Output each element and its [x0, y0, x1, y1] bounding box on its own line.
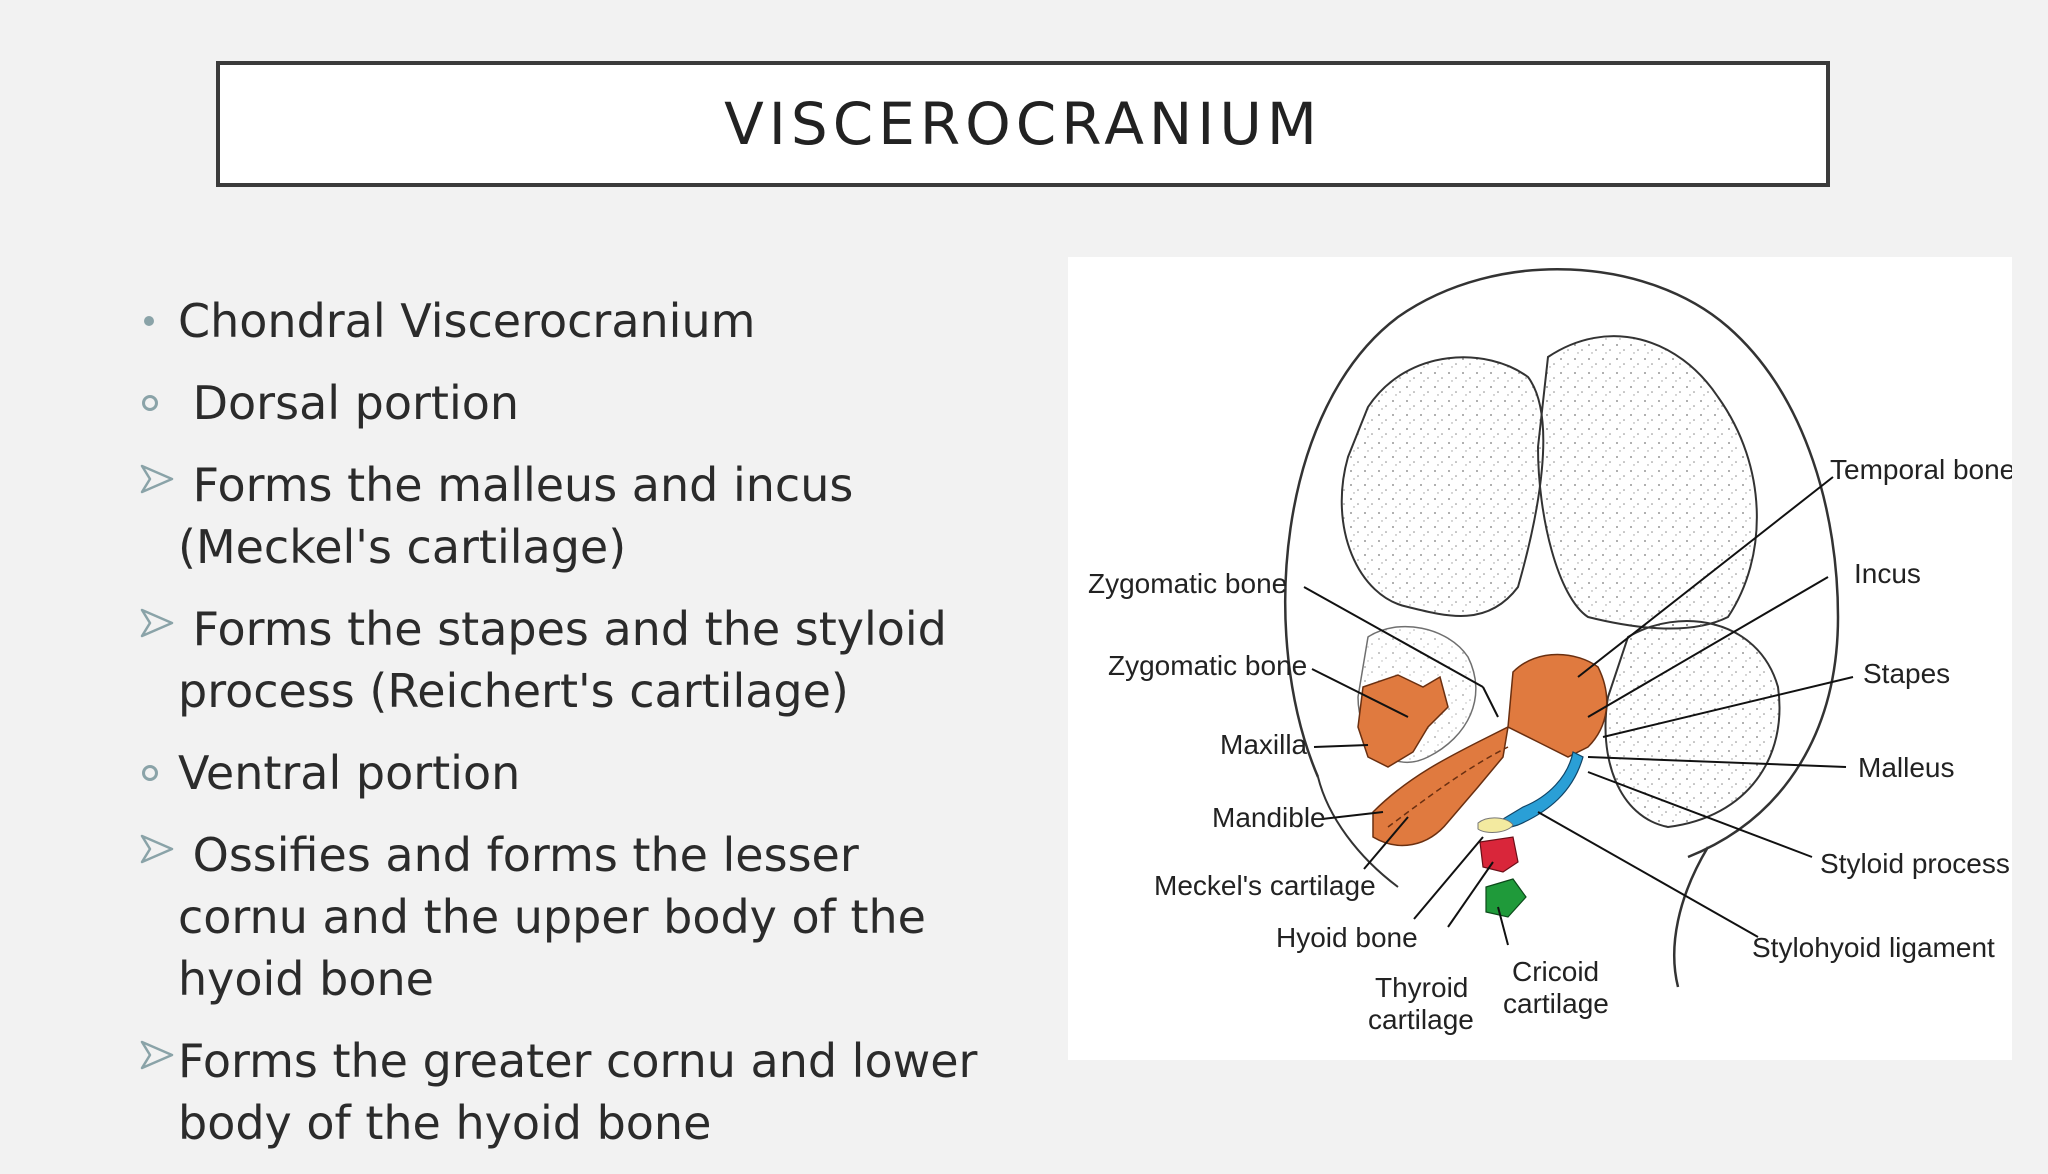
arrow-bullet-icon — [140, 454, 176, 516]
skull-diagram: Zygomatic bone Zygomatic bone Maxilla Ma… — [1088, 268, 2012, 1035]
meckel-yellow-piece — [1477, 817, 1514, 833]
bullet-list: Chondral Viscerocranium Dorsal portion F… — [140, 290, 980, 1174]
bullet-text: Dorsal portion — [178, 376, 520, 430]
reichert-cartilage — [1491, 751, 1584, 833]
label-cricoid-cartilage: cartilage — [1503, 988, 1609, 1019]
thyroid-cartilage-shape — [1479, 836, 1519, 873]
label-malleus: Malleus — [1858, 752, 1954, 783]
bullet-item: Forms the malleus and incus (Meckel's ca… — [140, 454, 980, 578]
label-meckels-cartilage: Meckel's cartilage — [1154, 870, 1376, 901]
head-outline — [1284, 268, 1840, 988]
bullet-text: Ventral portion — [178, 746, 521, 800]
temporal-bone-orange — [1507, 653, 1608, 758]
bullet-text: Forms the malleus and incus (Meckel's ca… — [178, 458, 868, 574]
label-thyroid-cartilage: Thyroid — [1375, 972, 1468, 1003]
dot-bullet-icon — [140, 290, 176, 352]
label-zygomatic-bone: Zygomatic bone — [1108, 650, 1307, 681]
bullet-item: Dorsal portion — [140, 372, 980, 434]
label-mandible: Mandible — [1212, 802, 1326, 833]
anatomy-figure: Zygomatic bone Zygomatic bone Maxilla Ma… — [1068, 257, 2012, 1060]
arrow-bullet-icon — [140, 1030, 176, 1092]
label-stapes: Stapes — [1863, 658, 1950, 689]
bullet-item: Ossifies and forms the lesser cornu and … — [140, 824, 980, 1010]
arrow-bullet-icon — [140, 598, 176, 660]
label-zygomatic-bone: Zygomatic bone — [1088, 568, 1287, 599]
leader-lines — [1303, 476, 1854, 946]
title-box: VISCEROCRANIUM — [216, 61, 1830, 187]
frontal-lobe — [1340, 356, 1545, 617]
parietal-lobe — [1536, 335, 1758, 630]
label-cricoid-cartilage: Cricoid — [1512, 956, 1599, 987]
mandible-bone — [1372, 725, 1509, 847]
slide-title: VISCEROCRANIUM — [724, 90, 1322, 158]
label-hyoid-bone: Hyoid bone — [1276, 922, 1418, 953]
zygomatic-maxilla-bone — [1357, 674, 1449, 768]
label-temporal-bone: Temporal bone — [1830, 454, 2012, 485]
bullet-text: Ossifies and forms the lesser cornu and … — [178, 828, 941, 1006]
cricoid-cartilage-shape — [1485, 878, 1527, 918]
bullet-item: Forms the greater cornu and lower body o… — [140, 1030, 980, 1154]
bullet-text: Forms the stapes and the styloid process… — [178, 602, 962, 718]
label-maxilla: Maxilla — [1220, 729, 1308, 760]
label-stylohyoid-ligament: Stylohyoid ligament — [1752, 932, 1995, 963]
meckel-cartilage-line — [1387, 746, 1509, 828]
circle-bullet-icon — [140, 742, 176, 804]
bullet-text: Forms the greater cornu and lower body o… — [178, 1034, 978, 1150]
bullet-item: Chondral Viscerocranium — [140, 290, 980, 352]
circle-bullet-icon — [140, 372, 176, 434]
bullet-text: Chondral Viscerocranium — [178, 294, 756, 348]
arrow-bullet-icon — [140, 824, 176, 886]
label-styloid-process: Styloid process — [1820, 848, 2010, 879]
bullet-item: Forms the stapes and the styloid process… — [140, 598, 980, 722]
chin-outline — [1317, 776, 1399, 888]
label-incus: Incus — [1854, 558, 1921, 589]
bullet-item: Ventral portion — [140, 742, 980, 804]
label-thyroid-cartilage: cartilage — [1368, 1004, 1474, 1035]
temporal-region — [1604, 620, 1781, 829]
